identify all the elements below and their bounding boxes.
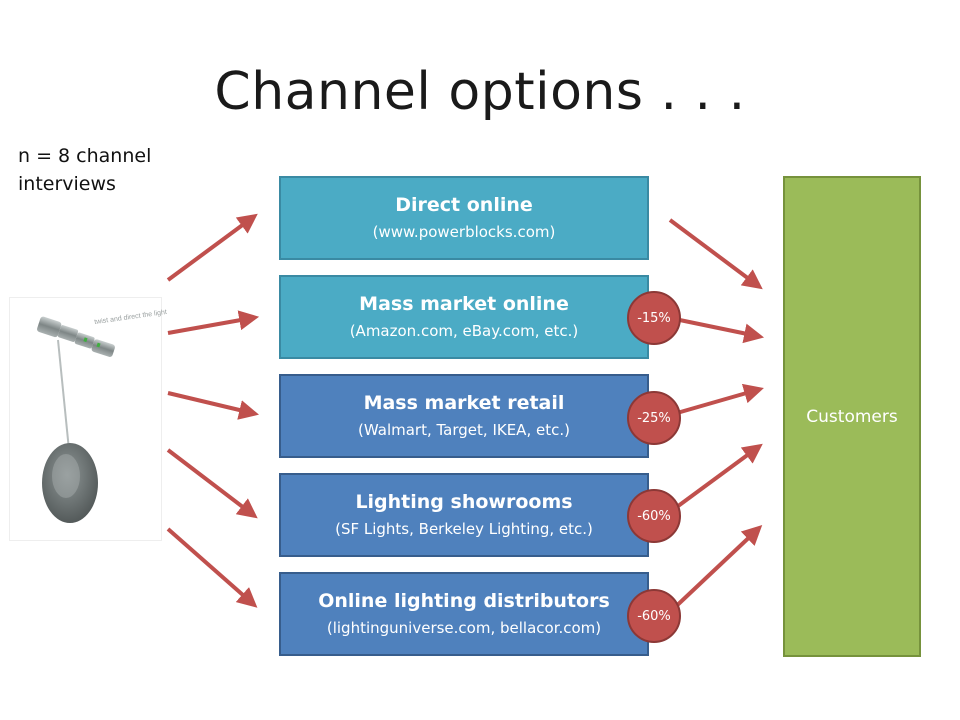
channel-mass-market-online: Mass market online (Amazon.com, eBay.com… bbox=[279, 275, 649, 359]
channel-examples: (lightinguniverse.com, bellacor.com) bbox=[326, 619, 602, 637]
lamp-illustration bbox=[37, 316, 115, 523]
channel-online-lighting-distributors: Online lighting distributors (lightingun… bbox=[279, 572, 649, 656]
channel-examples: (www.powerblocks.com) bbox=[372, 223, 556, 241]
channel-examples: (SF Lights, Berkeley Lighting, etc.) bbox=[335, 520, 593, 538]
channel-examples: (Walmart, Target, IKEA, etc.) bbox=[358, 421, 570, 439]
customers-box: Customers bbox=[783, 176, 921, 657]
arrow-product-to-showrooms bbox=[166, 448, 258, 519]
discount-badge-mass-online: -15% bbox=[627, 291, 681, 345]
channel-name: Online lighting distributors bbox=[318, 590, 610, 612]
arrow-product-to-distributors bbox=[166, 527, 258, 608]
channel-mass-market-retail: Mass market retail (Walmart, Target, IKE… bbox=[279, 374, 649, 458]
customers-label: Customers bbox=[806, 406, 898, 427]
discount-badge-mass-retail: -25% bbox=[627, 391, 681, 445]
channel-direct-online: Direct online (www.powerblocks.com) bbox=[279, 176, 649, 260]
arrow-distributors-to-customers bbox=[668, 525, 763, 614]
arrow-product-to-mass-online bbox=[167, 310, 260, 335]
product-lamp-image: twist and direct the light bbox=[9, 297, 167, 541]
channel-lighting-showrooms: Lighting showrooms (SF Lights, Berkeley … bbox=[279, 473, 649, 557]
arrow-direct-online-to-customers bbox=[668, 218, 763, 290]
arrow-showrooms-to-customers bbox=[668, 443, 763, 514]
channel-name: Mass market online bbox=[359, 293, 569, 315]
arrow-mass-online-to-customers bbox=[669, 316, 765, 344]
discount-badge-showrooms: -60% bbox=[627, 489, 681, 543]
channel-name: Mass market retail bbox=[363, 392, 565, 414]
arrow-mass-retail-to-customers bbox=[669, 383, 764, 417]
channel-name: Lighting showrooms bbox=[355, 491, 573, 513]
channel-examples: (Amazon.com, eBay.com, etc.) bbox=[349, 322, 579, 340]
sample-size-note: n = 8 channel interviews bbox=[18, 145, 152, 195]
slide-title: Channel options . . . bbox=[214, 62, 746, 122]
channel-name: Direct online bbox=[395, 194, 533, 216]
discount-badge-distributors: -60% bbox=[627, 589, 681, 643]
arrow-product-to-mass-retail bbox=[167, 391, 260, 420]
arrow-product-to-direct-online bbox=[166, 213, 258, 282]
